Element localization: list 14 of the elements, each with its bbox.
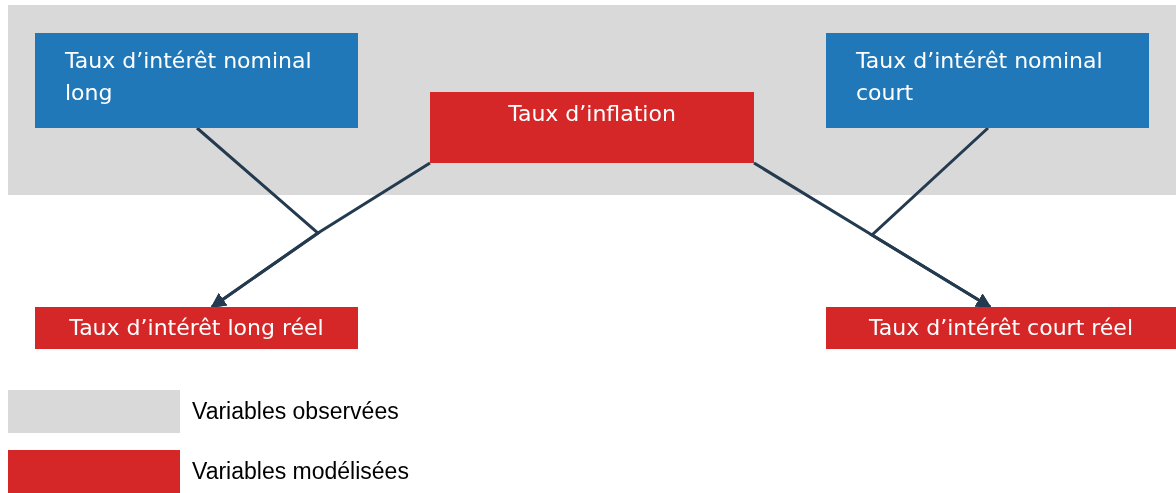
- legend-label: Variables modélisées: [192, 457, 409, 486]
- box-label: Taux d’intérêt court réel: [868, 314, 1133, 342]
- box-label: Taux d’intérêt nominal court: [856, 47, 1104, 107]
- arrow: [210, 161, 431, 309]
- legend-label: Variables observées: [192, 397, 399, 426]
- variable-box: [35, 307, 358, 349]
- box-label: Taux d’inflation: [508, 100, 676, 128]
- box-label: Taux d’intérêt long réel: [69, 314, 324, 342]
- variable-box: [826, 33, 1149, 128]
- box-label: Taux d’intérêt nominal long: [65, 47, 313, 107]
- variable-box: [430, 92, 754, 163]
- variable-box: [35, 33, 358, 128]
- arrow: [753, 161, 992, 309]
- variable-box: [826, 307, 1176, 349]
